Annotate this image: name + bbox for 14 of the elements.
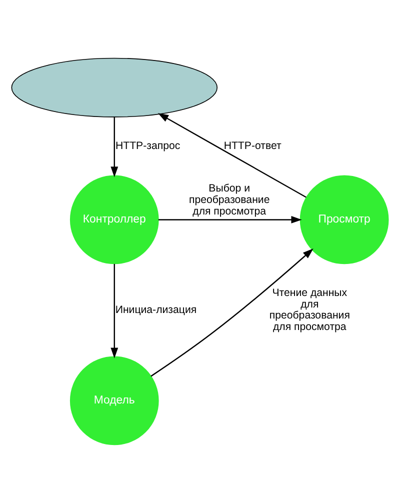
arrow bbox=[158, 216, 302, 224]
edge-label: Выбор и преобразование для просмотра bbox=[188, 182, 270, 218]
node-circle: Просмотр bbox=[300, 175, 389, 264]
arrow bbox=[110, 117, 118, 178]
node-circle: Модель bbox=[70, 356, 159, 446]
arrow bbox=[110, 264, 118, 358]
edge-label: Чтение данных для преобразования для просмотра bbox=[269, 286, 350, 334]
node-circle: Контроллер bbox=[70, 175, 159, 264]
edge-label: Инициа-лизация bbox=[115, 304, 197, 316]
edge-label: HTTP-ответ bbox=[224, 140, 282, 152]
node-cloud bbox=[11, 58, 218, 118]
edge-label: HTTP-запрос bbox=[115, 140, 180, 152]
arrow bbox=[150, 248, 314, 377]
arrow bbox=[158, 113, 306, 198]
